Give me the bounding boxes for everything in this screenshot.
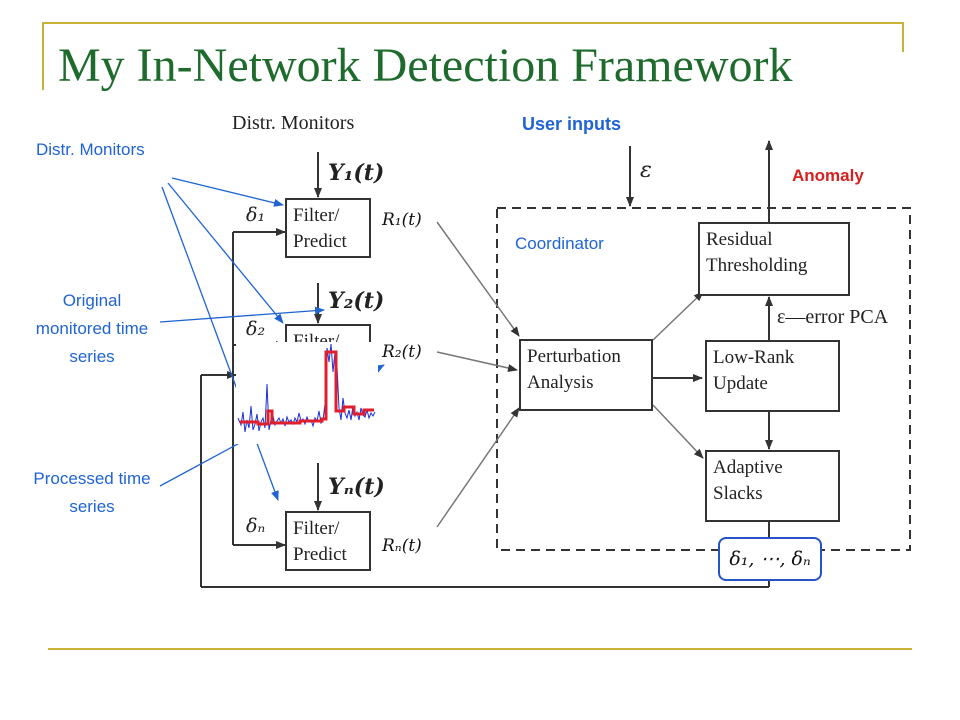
footer-rule (48, 648, 912, 650)
monitors-header: Distr. Monitors (232, 112, 355, 134)
anomaly-annotation: Anomaly (792, 166, 864, 185)
title-rule-right (902, 22, 904, 52)
slide-title: My In-Network Detection Framework (58, 39, 793, 92)
delta1-label: δ₁ (246, 204, 266, 226)
adaptive-slacks-label: Adaptive Slacks (713, 457, 783, 504)
distr-monitors-annotation: Distr. Monitors (36, 140, 145, 159)
filter-predict-1-label: Filter/ Predict (293, 205, 347, 252)
arrow-r2 (436, 351, 518, 372)
filter-predict-n-label: Filter/ Predict (293, 518, 347, 565)
arrow-pert-adaptive (652, 404, 704, 459)
pointer-monitor-1 (171, 177, 284, 207)
pointer-monitor-n (161, 186, 279, 501)
perturbation-analysis-label: Perturbation Analysis (527, 346, 621, 393)
coordinator-annotation: Coordinator (515, 234, 604, 253)
deltan-label: δₙ (246, 515, 266, 537)
coordinator-box (496, 207, 911, 551)
yn-label: Yₙ(t) (328, 474, 385, 500)
deltas-output-box: δ₁, ⋯, δₙ (718, 537, 822, 581)
low-rank-update-label: Low-Rank Update (713, 347, 795, 394)
arrow-pert-residual (652, 291, 704, 341)
adaptive-slacks-box: Adaptive Slacks (705, 450, 840, 522)
pointer-monitor-2 (167, 182, 284, 324)
y1-label: Y₁(t) (328, 160, 385, 186)
residual-thresholding-label: Residual Thresholding (706, 229, 808, 276)
low-rank-update-box: Low-Rank Update (705, 340, 840, 412)
raw-series-line (237, 343, 376, 433)
epsilon-label: ε (640, 158, 652, 183)
error-pca-label: ε—error PCA (777, 306, 889, 328)
r2-label: R₂(t) (380, 342, 424, 362)
pointer-original (159, 306, 325, 323)
processed-series-line (240, 350, 374, 426)
original-series-annotation: Original monitored time series (35, 291, 149, 366)
rn-label: Rₙ(t) (380, 536, 424, 556)
y2-label: Y₂(t) (328, 288, 385, 314)
user-inputs-annotation: User inputs (522, 114, 622, 134)
delta2-label: δ₂ (246, 318, 266, 340)
processed-series-annotation: Processed time series (33, 469, 151, 516)
filter-predict-1: Filter/ Predict (285, 198, 371, 258)
arrow-r1 (436, 221, 520, 337)
arrow-rn (436, 407, 520, 528)
title-rule-left (42, 22, 44, 90)
title-rule-top (42, 22, 904, 24)
residual-thresholding-box: Residual Thresholding (698, 222, 850, 296)
perturbation-analysis-box: Perturbation Analysis (519, 339, 653, 411)
r1-label: R₁(t) (380, 210, 424, 230)
filter-predict-n: Filter/ Predict (285, 511, 371, 571)
